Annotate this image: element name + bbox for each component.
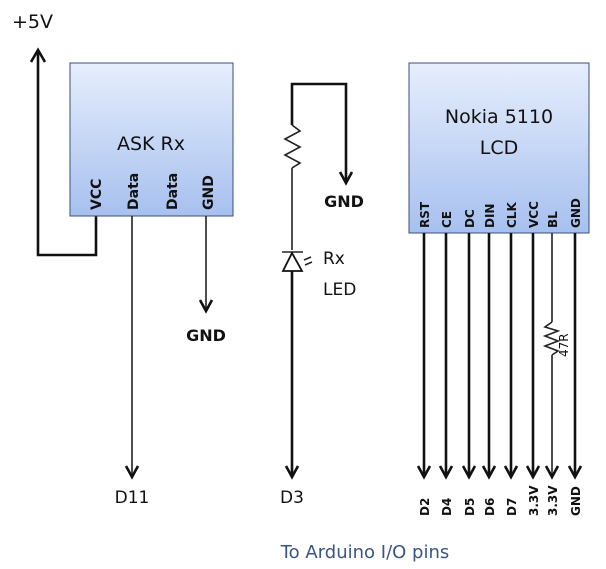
- led-icon: [281, 251, 304, 272]
- lcd-target-label: D2: [418, 498, 432, 516]
- arrow-down-icon: [461, 465, 477, 480]
- ask-pin-data-1: Data: [126, 173, 142, 210]
- arrow-down-icon: [438, 465, 454, 480]
- nokia-lcd-box: [408, 62, 590, 234]
- led-resistor-icon: [283, 124, 302, 169]
- arrow-down-icon: [525, 465, 541, 480]
- lcd-target-label: 3.3V: [546, 485, 560, 516]
- lcd-target-label: D5: [463, 498, 477, 516]
- lcd-pin-clk: CLK: [505, 202, 519, 228]
- lcd-wires: [416, 233, 583, 480]
- lcd-pin-din: DIN: [483, 204, 497, 228]
- lcd-target-label: GND: [569, 486, 583, 516]
- lcd-title-line2: LCD: [480, 137, 518, 159]
- ask-pin-gnd: GND: [201, 175, 217, 210]
- ask-rx-box: [69, 62, 234, 217]
- led-label-line1: Rx: [323, 249, 345, 269]
- led-branch-wire: [281, 82, 354, 480]
- power-label: +5V: [12, 11, 53, 33]
- led-target-label: D3: [280, 488, 304, 508]
- lcd-pin-ce: CE: [440, 211, 454, 228]
- arrow-down-icon: [567, 465, 583, 480]
- lcd-title-line1: Nokia 5110: [445, 106, 553, 128]
- power-wire: [29, 47, 98, 257]
- lcd-target-label: D7: [505, 498, 519, 516]
- lcd-pin-vcc: VCC: [527, 201, 541, 228]
- ask-pin-data-2: Data: [165, 173, 181, 210]
- ask-gnd-wire: [198, 216, 214, 314]
- arrow-down-icon: [503, 465, 519, 480]
- lcd-pin-bl: BL: [546, 211, 560, 228]
- lcd-target-label: D6: [483, 498, 497, 516]
- footer-caption: To Arduino I/O pins: [280, 542, 450, 563]
- lcd-target-label: 3.3V: [527, 485, 541, 516]
- ask-pin-vcc: VCC: [89, 179, 105, 210]
- led-label-line2: LED: [323, 280, 356, 300]
- nokia-lcd-module: Nokia 5110 LCD RST CE DC DIN CLK VCC BL GND: [408, 62, 590, 234]
- ask-data-wire: [124, 216, 140, 480]
- lcd-pin-dc: DC: [463, 209, 477, 228]
- ask-data-target-label: D11: [115, 488, 150, 508]
- arrow-down-icon: [481, 465, 497, 480]
- ask-rx-title: ASK Rx: [117, 133, 185, 155]
- led-gnd-label: GND: [324, 192, 364, 211]
- bl-resistor-label: 47R: [557, 333, 571, 357]
- bl-resistor-icon: [542, 233, 561, 480]
- arrow-down-icon: [416, 465, 432, 480]
- ask-gnd-label: GND: [186, 326, 226, 345]
- lcd-target-label: D4: [440, 498, 454, 516]
- lcd-pin-gnd: GND: [569, 198, 583, 228]
- ask-rx-module: ASK Rx VCC Data Data GND: [69, 62, 234, 217]
- lcd-pin-rst: RST: [418, 201, 432, 228]
